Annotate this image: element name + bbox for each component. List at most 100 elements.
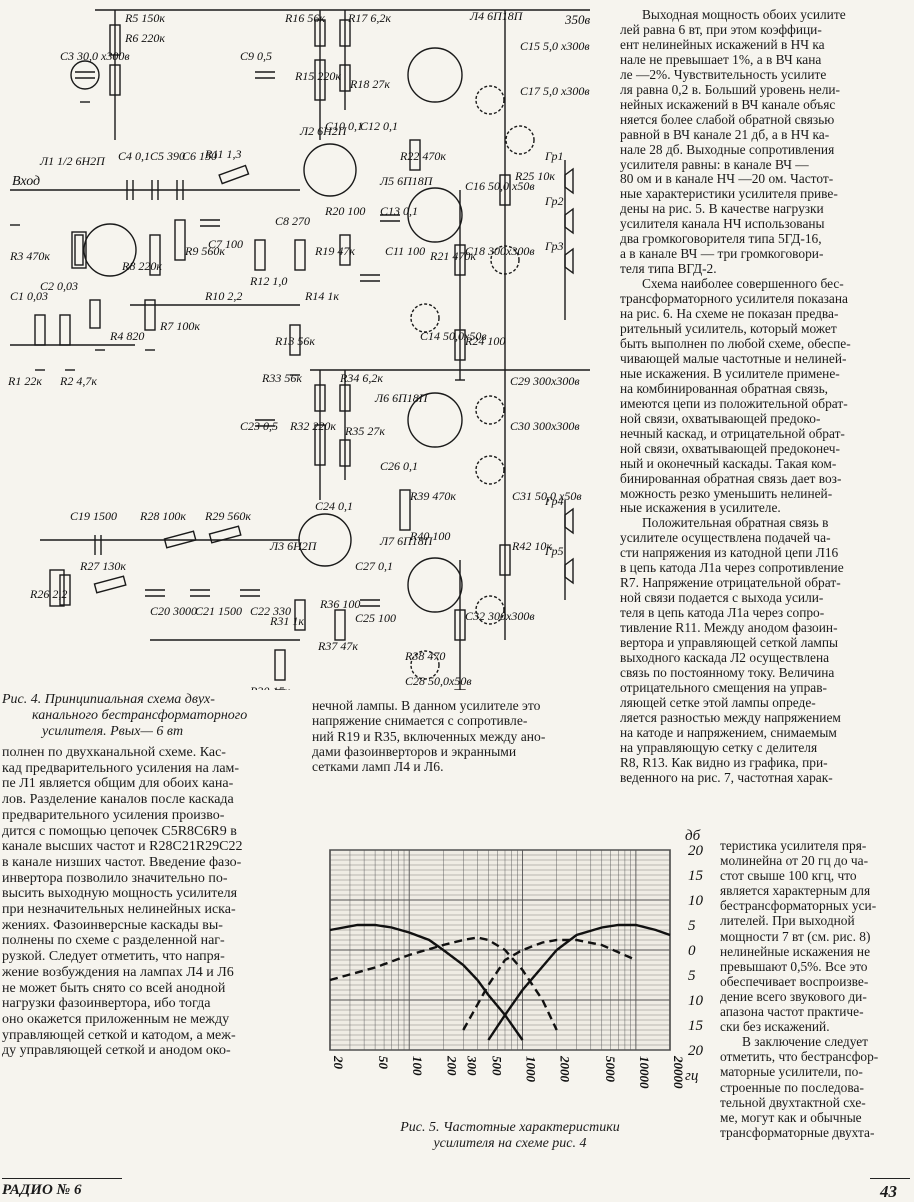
schematic-label: R3 470к (9, 249, 50, 263)
schematic-label: R6 220к (124, 31, 165, 45)
text-line: теля в цепь катода Л1а через сопро- (620, 606, 825, 621)
schematic-label: R27 130к (79, 559, 126, 573)
text-line: ляющей сетке этой лампы опреде- (620, 695, 816, 710)
schematic-label: R38 470 (404, 649, 445, 663)
text-line: а в канале ВЧ — три громкоговори- (620, 247, 824, 262)
text-line: чивающей малые частотные и нелиней- (620, 351, 847, 366)
text-line: предварительного усиления произво- (2, 807, 225, 823)
schematic-label: C30 300х300в (510, 419, 580, 433)
text-line: управляющей сеткой и катодом, а меж- (2, 1027, 236, 1043)
schematic-label: R19 47к (314, 244, 355, 258)
schematic-label: C16 50,0 х50в (465, 179, 535, 193)
schematic-label: R10 2,2 (204, 289, 242, 303)
text-line: R8, R13. Как видно из графика, при- (620, 755, 828, 770)
text-line: тивление R11. Между анодом фазоин- (620, 621, 838, 636)
text-line: дение всего звукового ди- (720, 988, 867, 1004)
text-line: вертора и управляющей сеткой лампы (620, 636, 839, 651)
text-line: Схема наиболее совершенного бес- (642, 277, 844, 292)
y-unit-label: дб (685, 828, 701, 844)
schematic-label: C31 50,0 х50в (512, 489, 582, 503)
schematic-label: R14 1к (304, 289, 339, 303)
x-tick-label: 5000 (603, 1056, 618, 1083)
text-line: на комбинированная обратная связь, (620, 381, 829, 396)
schematic-label: R8 220к (121, 259, 162, 273)
x-tick-label: 2000 (558, 1055, 573, 1083)
text-line: отрицательного смещения на управ- (620, 680, 827, 695)
text-line: отметить, что бестрансфор- (720, 1049, 879, 1065)
x-tick-label: 100 (410, 1056, 425, 1076)
schematic-label: C15 5,0 х300в (520, 39, 590, 53)
schematic-label: R37 47к (317, 639, 358, 653)
text-line: пе Л1 является общим для обоих кана- (2, 776, 234, 792)
article-right-narrow: теристика усилителя пря-молинейна от 20 … (720, 838, 910, 1140)
text-line: ле —2%. Чувствительность усилите (620, 67, 827, 82)
schematic-label: R35 27к (344, 424, 385, 438)
text-line: два громкоговорителя типа 5ГД-16, (620, 232, 822, 247)
schematic-label: C20 3000 (150, 604, 197, 618)
text-line: можность резко уменьшить нелиней- (620, 486, 833, 501)
fig4-caption-line2: канального бестрансформаторного (32, 708, 248, 723)
text-line: на рис. 6. На схеме не показан предва- (620, 307, 839, 322)
y-tick-label: 15 (688, 1018, 704, 1034)
input-label: Вход (12, 174, 40, 189)
schematic-label: Гр5 (544, 544, 564, 558)
page-number: 43 (880, 1182, 897, 1201)
schematic-label: C4 0,1 (118, 149, 150, 163)
fig5-caption-line1: Рис. 5. Частотные характеристики (400, 1120, 620, 1135)
schematic-label: Л7 6П18П (379, 534, 434, 548)
text-line: быть выполнен по любой схеме, обеспе- (620, 336, 851, 351)
schematic-label: R15 220к (294, 69, 341, 83)
x-tick-label: 300 (464, 1055, 479, 1076)
schematic-label: R18 27к (349, 77, 390, 91)
text-line: усилителя канала НЧ использованы (620, 217, 825, 232)
text-line: оно окажется приложенным не между (2, 1011, 230, 1027)
text-line: напряжение снимается с сопротивле- (312, 713, 528, 729)
series-line-2 (462, 938, 637, 1031)
text-line: лей равна 6 вт, при этом коэффици- (620, 22, 822, 37)
text-line: дами фазоинверторов и экранными (312, 743, 517, 759)
y-tick-label: 5 (688, 918, 696, 934)
article-left-column: полнен по двухканальной схеме. Кас-кад п… (2, 745, 292, 1059)
text-line: кад предварительного усиления на лам- (2, 760, 240, 776)
schematic-label: C5 390 (150, 149, 185, 163)
schematic-label: R39 470к (409, 489, 456, 503)
x-tick-label: 50 (376, 1056, 391, 1070)
text-line: при незначительных нелинейных иска- (2, 902, 236, 918)
x-tick-label: 10000 (637, 1056, 652, 1089)
supply-voltage-label: 350в (564, 12, 591, 27)
schematic-label: R21 470к (429, 249, 476, 263)
schematic-label: R42 10к (511, 539, 552, 553)
schematic-label: C18 300х300в (465, 244, 535, 258)
schematic-label: Л4 6П18П (469, 9, 524, 23)
series-line-1 (329, 936, 558, 1031)
schematic-label: Гр4 (544, 494, 564, 508)
schematic-label: C24 0,1 (315, 499, 353, 513)
text-line: бинированная обратная связь дает воз- (620, 471, 842, 486)
text-line: нейных искажений в ВЧ канале объяс (620, 97, 836, 112)
schematic-label: C21 1500 (195, 604, 242, 618)
schematic-label: R17 6,2к (347, 11, 391, 25)
text-line: на управляющую сетку с делителя (620, 740, 818, 755)
text-line: ной связи, охватывающей предоко- (620, 411, 821, 426)
text-line: ные искажения в усилителе. (620, 501, 781, 516)
text-line: веденного на рис. 7, частотная харак- (620, 770, 833, 785)
schematic-label: Гр1 (544, 149, 564, 163)
text-line: нечный каскад, и отрицательной обрат- (620, 426, 845, 441)
schematic-label: R13 56к (274, 334, 315, 348)
series-line-3 (487, 923, 671, 1041)
fig4-caption-line3: усилителя. Pвых— 6 вт (42, 724, 184, 739)
text-line: превышают 0,5%. Все это (720, 958, 868, 974)
schematic-label: R12 1,0 (249, 274, 287, 288)
text-line: на катоде и напряжением, снимаемым (620, 725, 837, 740)
schematic-label: R1 22к (7, 374, 42, 388)
schematic-label: C6 150 (182, 149, 217, 163)
schematic-label: R7 100к (159, 319, 200, 333)
schematic-label: R34 6,2к (339, 371, 383, 385)
text-line: апазона частот практиче- (720, 1004, 864, 1020)
x-unit-label: гц (685, 1068, 698, 1084)
text-line: усилителе осуществлена подачей ча- (620, 531, 831, 546)
